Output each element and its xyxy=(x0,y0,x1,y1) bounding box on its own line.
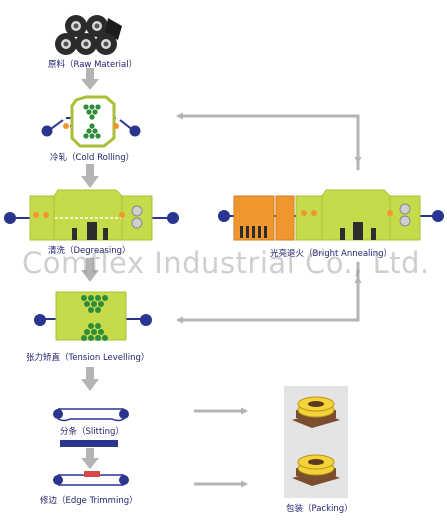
label-edge-trimming: 修边（Edge Trimming） xyxy=(40,496,138,506)
down-arrow-2 xyxy=(81,164,99,188)
down-arrow-4 xyxy=(81,367,99,391)
slitting-bar xyxy=(60,440,118,447)
label-degreasing: 清洗（Degreasing） xyxy=(48,246,131,256)
label-packing: 包装（Packing） xyxy=(286,504,353,514)
tension-leveller xyxy=(34,291,152,341)
label-cold-rolling: 冷轧（Cold Rolling） xyxy=(50,153,135,163)
label-bright-annealing: 光亮退火（Bright Annealing） xyxy=(270,249,393,259)
label-tension-levelling: 张力矫直（Tension Levelling） xyxy=(26,353,150,363)
down-arrow-5 xyxy=(81,448,99,469)
label-raw-material: 原料（Raw Material） xyxy=(48,60,138,70)
degreasing-line xyxy=(4,189,179,241)
packed-coil-lower xyxy=(292,454,340,486)
cold-rolling-mill xyxy=(41,95,141,148)
loop-arrow-lower xyxy=(176,262,362,324)
packing-panel xyxy=(284,386,348,498)
down-arrow-1 xyxy=(81,68,99,90)
down-arrow-3 xyxy=(81,258,99,282)
edge-trimming-machine xyxy=(53,471,129,486)
label-slitting: 分条（Slitting） xyxy=(60,427,124,437)
packed-coil-upper xyxy=(292,396,340,428)
slitting-machine xyxy=(53,408,129,447)
bright-annealing-line xyxy=(218,189,444,241)
loop-arrow-upper xyxy=(176,112,362,170)
company-watermark: Comflex Industrial Co., Ltd. xyxy=(22,246,430,280)
raw-material-coils xyxy=(55,15,122,55)
